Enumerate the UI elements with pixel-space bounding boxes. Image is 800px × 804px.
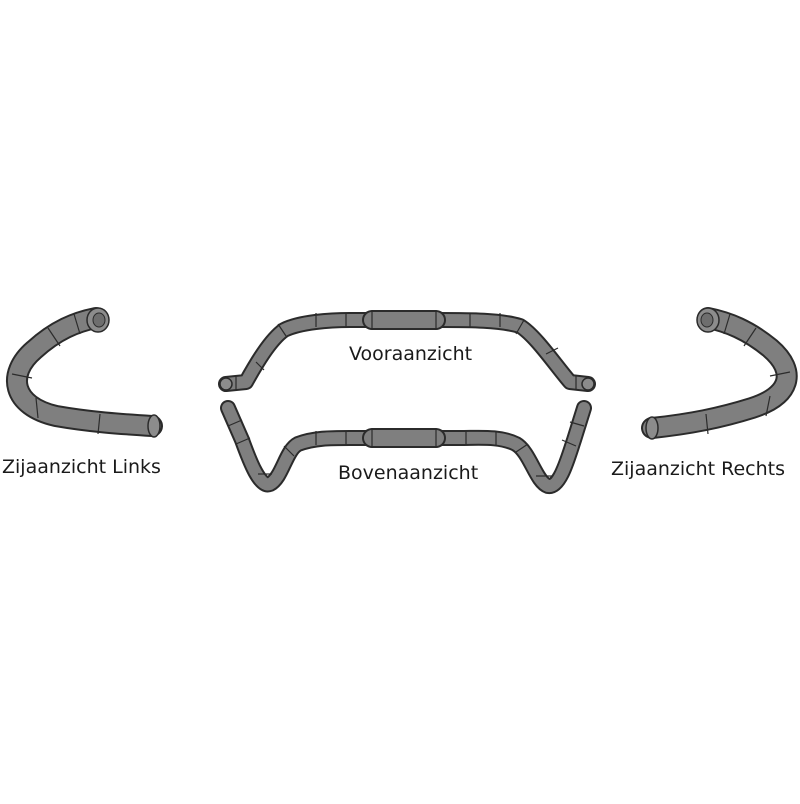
front-view-label: Vooraanzicht [349, 343, 473, 365]
side-view-left-label: Zijaanzicht Links [2, 456, 161, 478]
front-view-drawing [218, 310, 596, 392]
side-view-left-drawing [6, 307, 163, 438]
side-view-right-label: Zijaanzicht Rechts [611, 458, 786, 480]
side-view-right-drawing [641, 307, 798, 440]
top-view-drawing [220, 400, 592, 494]
top-view-label: Bovenaanzicht [338, 462, 479, 484]
